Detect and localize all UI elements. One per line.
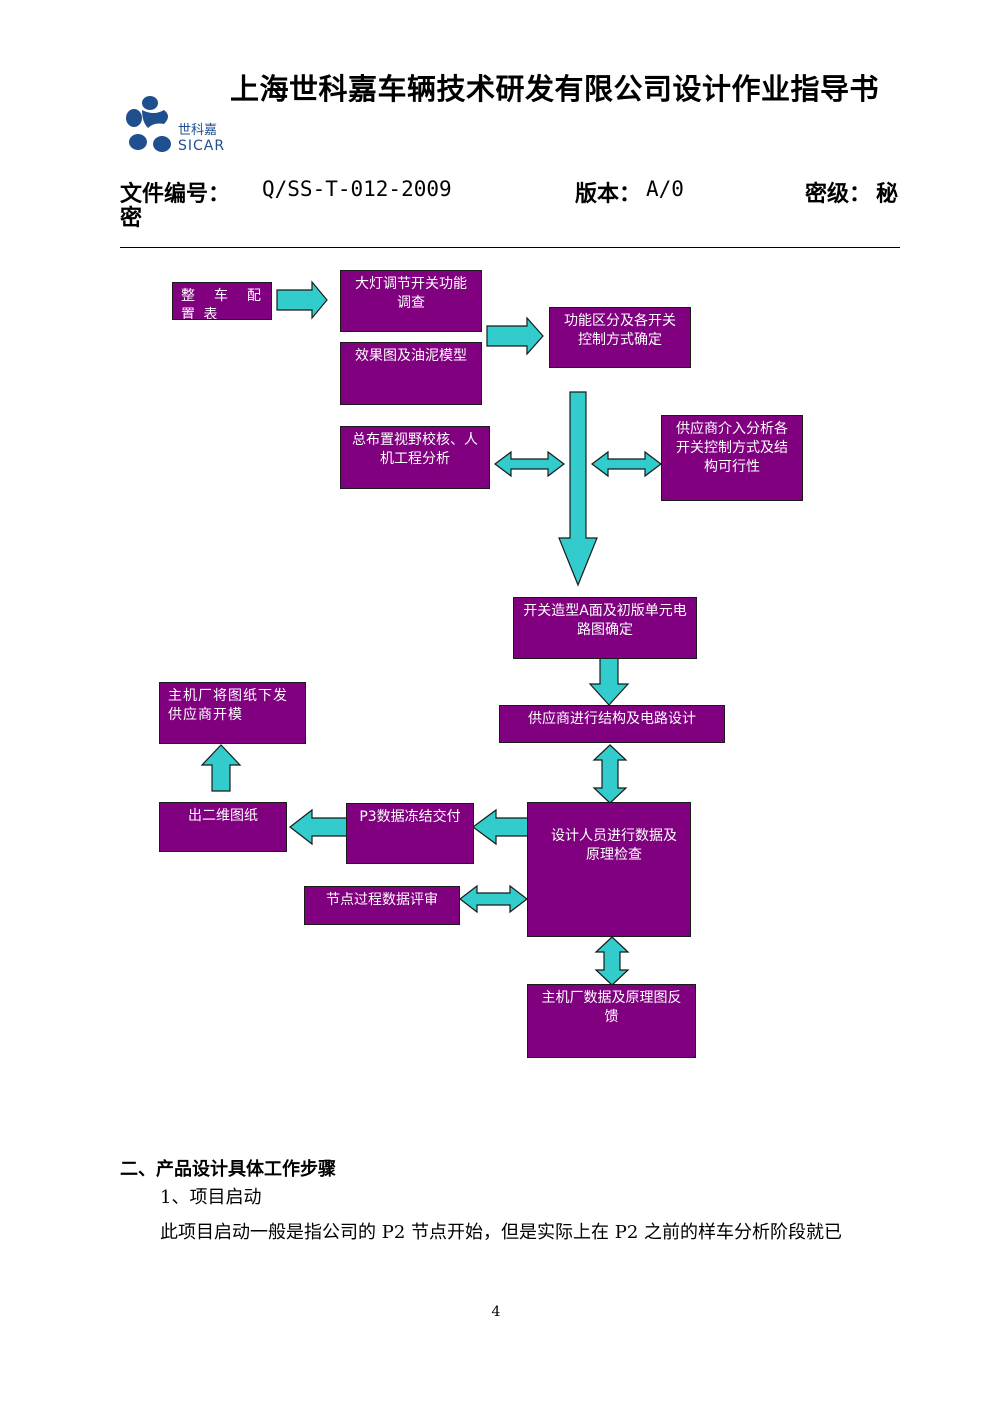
arrow-down-2	[588, 657, 630, 706]
section-title: 二、产品设计具体工作步骤	[120, 1159, 336, 1180]
arrow-double-right	[591, 450, 662, 478]
arrow-double-left	[494, 450, 565, 478]
subsection-title: 1、项目启动	[160, 1187, 262, 1208]
secret-value: 秘	[876, 181, 899, 207]
arrow-double-vertical-2	[594, 936, 630, 986]
arrow-double-horizontal	[459, 884, 528, 914]
arrow-right-1	[276, 280, 328, 320]
box-rendering-clay-model: 效果图及油泥模型	[340, 342, 482, 405]
box-2d-drawings: 出二维图纸	[159, 802, 287, 852]
box-supplier-analysis: 供应商介入分析各开关控制方式及结构可行性	[661, 415, 803, 501]
arrow-double-vertical-1	[592, 744, 628, 804]
sicar-logo-icon: 世科嘉 SICAR	[126, 96, 225, 154]
document-title: 上海世科嘉车辆技术研发有限公司设计作业指导书	[230, 72, 880, 106]
box-layout-ergonomics: 总布置视野校核、人机工程分析	[340, 426, 490, 489]
secret-value-wrap: 密	[120, 205, 143, 231]
page-number: 4	[491, 1304, 501, 1320]
box-p3-data-freeze: P3数据冻结交付	[346, 803, 474, 864]
box-oem-release-drawings: 主机厂将图纸下发供应商开模	[159, 682, 306, 744]
doc-number-label: 文件编号：	[120, 181, 231, 207]
box-vehicle-config: 整 车 配 置 表	[172, 282, 272, 320]
secret-label: 密级：	[805, 181, 872, 207]
logo-cn-text: 世科嘉	[178, 123, 217, 138]
header-divider	[120, 247, 900, 248]
arrow-up-1	[200, 744, 242, 792]
box-switch-styling: 开关造型A面及初版单元电路图确定	[513, 597, 697, 659]
doc-number-value: Q/SS-T-012-2009	[262, 177, 452, 201]
version-label: 版本：	[575, 181, 642, 207]
box-milestone-review: 节点过程数据评审	[304, 886, 460, 925]
arrow-left-2	[289, 808, 348, 846]
body-paragraph: 此项目启动一般是指公司的 P2 节点开始，但是实际上在 P2 之前的样车分析阶段…	[160, 1222, 843, 1243]
arrow-left-1	[471, 808, 529, 846]
box-headlamp-survey: 大灯调节开关功能调查	[340, 270, 482, 332]
box-designer-check: 设计人员进行数据及原理检查	[527, 802, 691, 937]
company-logo: 世科嘉 SICAR	[124, 94, 244, 156]
box-oem-feedback: 主机厂数据及原理图反馈	[527, 984, 696, 1058]
logo-en-text: SICAR	[178, 138, 225, 154]
box-supplier-design: 供应商进行结构及电路设计	[499, 705, 725, 743]
box-function-zoning: 功能区分及各开关控制方式确定	[549, 307, 691, 368]
arrow-right-2	[486, 316, 544, 356]
version-value: A/0	[646, 177, 684, 201]
arrow-down-main	[558, 391, 598, 587]
